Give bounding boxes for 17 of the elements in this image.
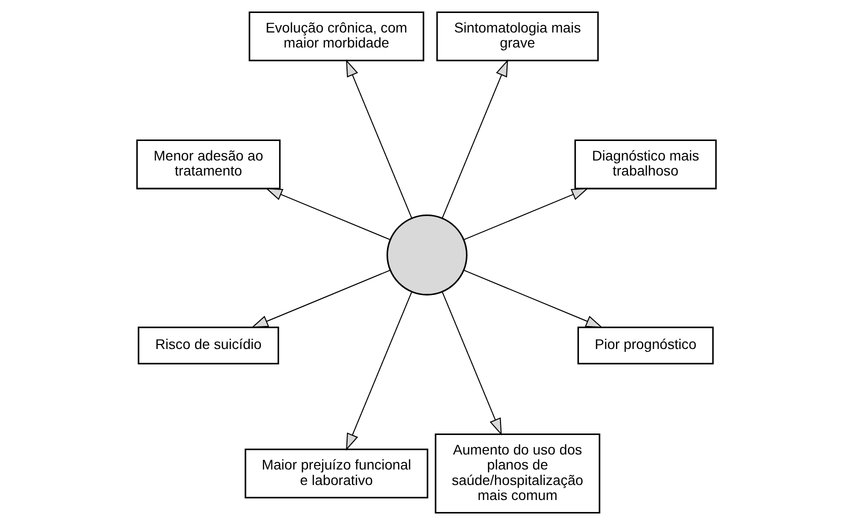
node-box: Risco de suicídio	[138, 326, 280, 364]
arrow	[442, 59, 508, 218]
arrow	[265, 188, 390, 240]
node-box: Pior prognóstico	[577, 326, 714, 364]
arrow	[442, 292, 502, 436]
node-circle	[386, 214, 468, 296]
arrow	[346, 59, 412, 218]
node-box: Diagnóstico mais trabalhoso	[574, 140, 717, 190]
node-box: Sintomatologia mais grave	[436, 12, 599, 62]
node-box: Aumento do uso dos planos de saúde/hospitalização mais comum	[434, 434, 600, 514]
arrow	[346, 292, 412, 451]
arrow	[464, 270, 603, 328]
node-box: Maior prejuízo funcional e laborativo	[244, 448, 428, 498]
arrow	[251, 270, 390, 328]
node-box: Evolução crônica, com maior morbidade	[248, 12, 424, 62]
node-box: Menor adesão ao tratamento	[136, 140, 281, 190]
arrow	[464, 188, 589, 240]
